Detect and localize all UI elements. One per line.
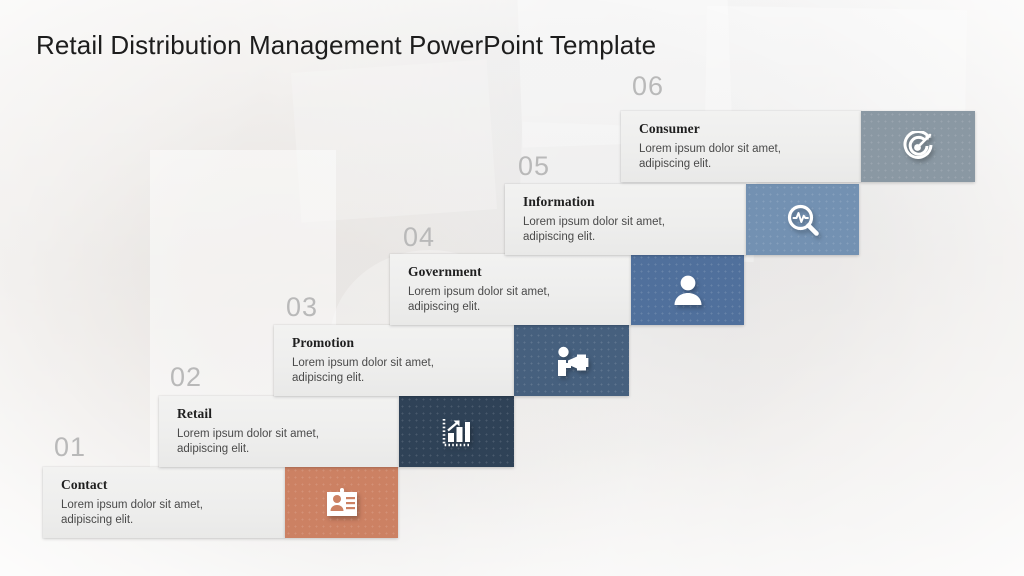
- bar-chart-growth-icon: [441, 416, 473, 448]
- step-icon-panel-information[interactable]: [746, 184, 859, 255]
- step-item-contact[interactable]: Contact Lorem ipsum dolor sit amet, adip…: [43, 467, 398, 538]
- step-description-information: Lorem ipsum dolor sit amet, adipiscing e…: [523, 216, 665, 243]
- step-title-information: Information: [523, 194, 595, 209]
- step-title-government: Government: [408, 264, 482, 279]
- step-description-retail: Lorem ipsum dolor sit amet, adipiscing e…: [177, 428, 319, 455]
- megaphone-person-icon: [555, 345, 589, 377]
- step-card-government: Government Lorem ipsum dolor sit amet, a…: [390, 254, 631, 325]
- step-number-05: 05: [518, 151, 551, 181]
- step-title-promotion: Promotion: [292, 335, 355, 350]
- step-title-retail: Retail: [177, 406, 213, 421]
- step-description-government: Lorem ipsum dolor sit amet, adipiscing e…: [408, 286, 550, 313]
- step-description-contact: Lorem ipsum dolor sit amet, adipiscing e…: [61, 499, 203, 526]
- step-title-consumer: Consumer: [639, 121, 700, 136]
- step-icon-panel-government[interactable]: [631, 254, 744, 325]
- step-icon-panel-consumer[interactable]: [861, 111, 975, 182]
- target-dart-icon: [902, 130, 934, 163]
- step-item-retail[interactable]: Retail Lorem ipsum dolor sit amet, adipi…: [159, 396, 514, 467]
- page-title: Retail Distribution Management PowerPoin…: [36, 30, 657, 60]
- step-item-information[interactable]: Information Lorem ipsum dolor sit amet, …: [505, 184, 859, 255]
- step-item-government[interactable]: Government Lorem ipsum dolor sit amet, a…: [390, 254, 744, 325]
- step-title-contact: Contact: [61, 477, 108, 492]
- step-card-consumer: Consumer Lorem ipsum dolor sit amet, adi…: [621, 111, 861, 182]
- step-item-promotion[interactable]: Promotion Lorem ipsum dolor sit amet, ad…: [274, 325, 629, 396]
- step-number-03: 03: [286, 292, 319, 322]
- step-card-contact: Contact Lorem ipsum dolor sit amet, adip…: [43, 467, 285, 538]
- step-item-consumer[interactable]: Consumer Lorem ipsum dolor sit amet, adi…: [621, 111, 975, 182]
- step-number-02: 02: [170, 362, 203, 392]
- step-card-retail: Retail Lorem ipsum dolor sit amet, adipi…: [159, 396, 399, 467]
- step-description-promotion: Lorem ipsum dolor sit amet, adipiscing e…: [292, 357, 434, 384]
- step-number-01: 01: [54, 432, 87, 462]
- step-description-consumer: Lorem ipsum dolor sit amet, adipiscing e…: [639, 143, 781, 170]
- step-number-06: 06: [632, 71, 665, 101]
- step-icon-panel-contact[interactable]: [285, 467, 398, 538]
- step-icon-panel-promotion[interactable]: [514, 325, 629, 396]
- user-person-icon: [673, 274, 703, 306]
- step-number-04: 04: [403, 222, 436, 252]
- step-card-promotion: Promotion Lorem ipsum dolor sit amet, ad…: [274, 325, 514, 396]
- step-card-information: Information Lorem ipsum dolor sit amet, …: [505, 184, 746, 255]
- step-icon-panel-retail[interactable]: [399, 396, 514, 467]
- id-card-icon: [325, 487, 359, 518]
- magnifier-pulse-icon: [787, 204, 819, 236]
